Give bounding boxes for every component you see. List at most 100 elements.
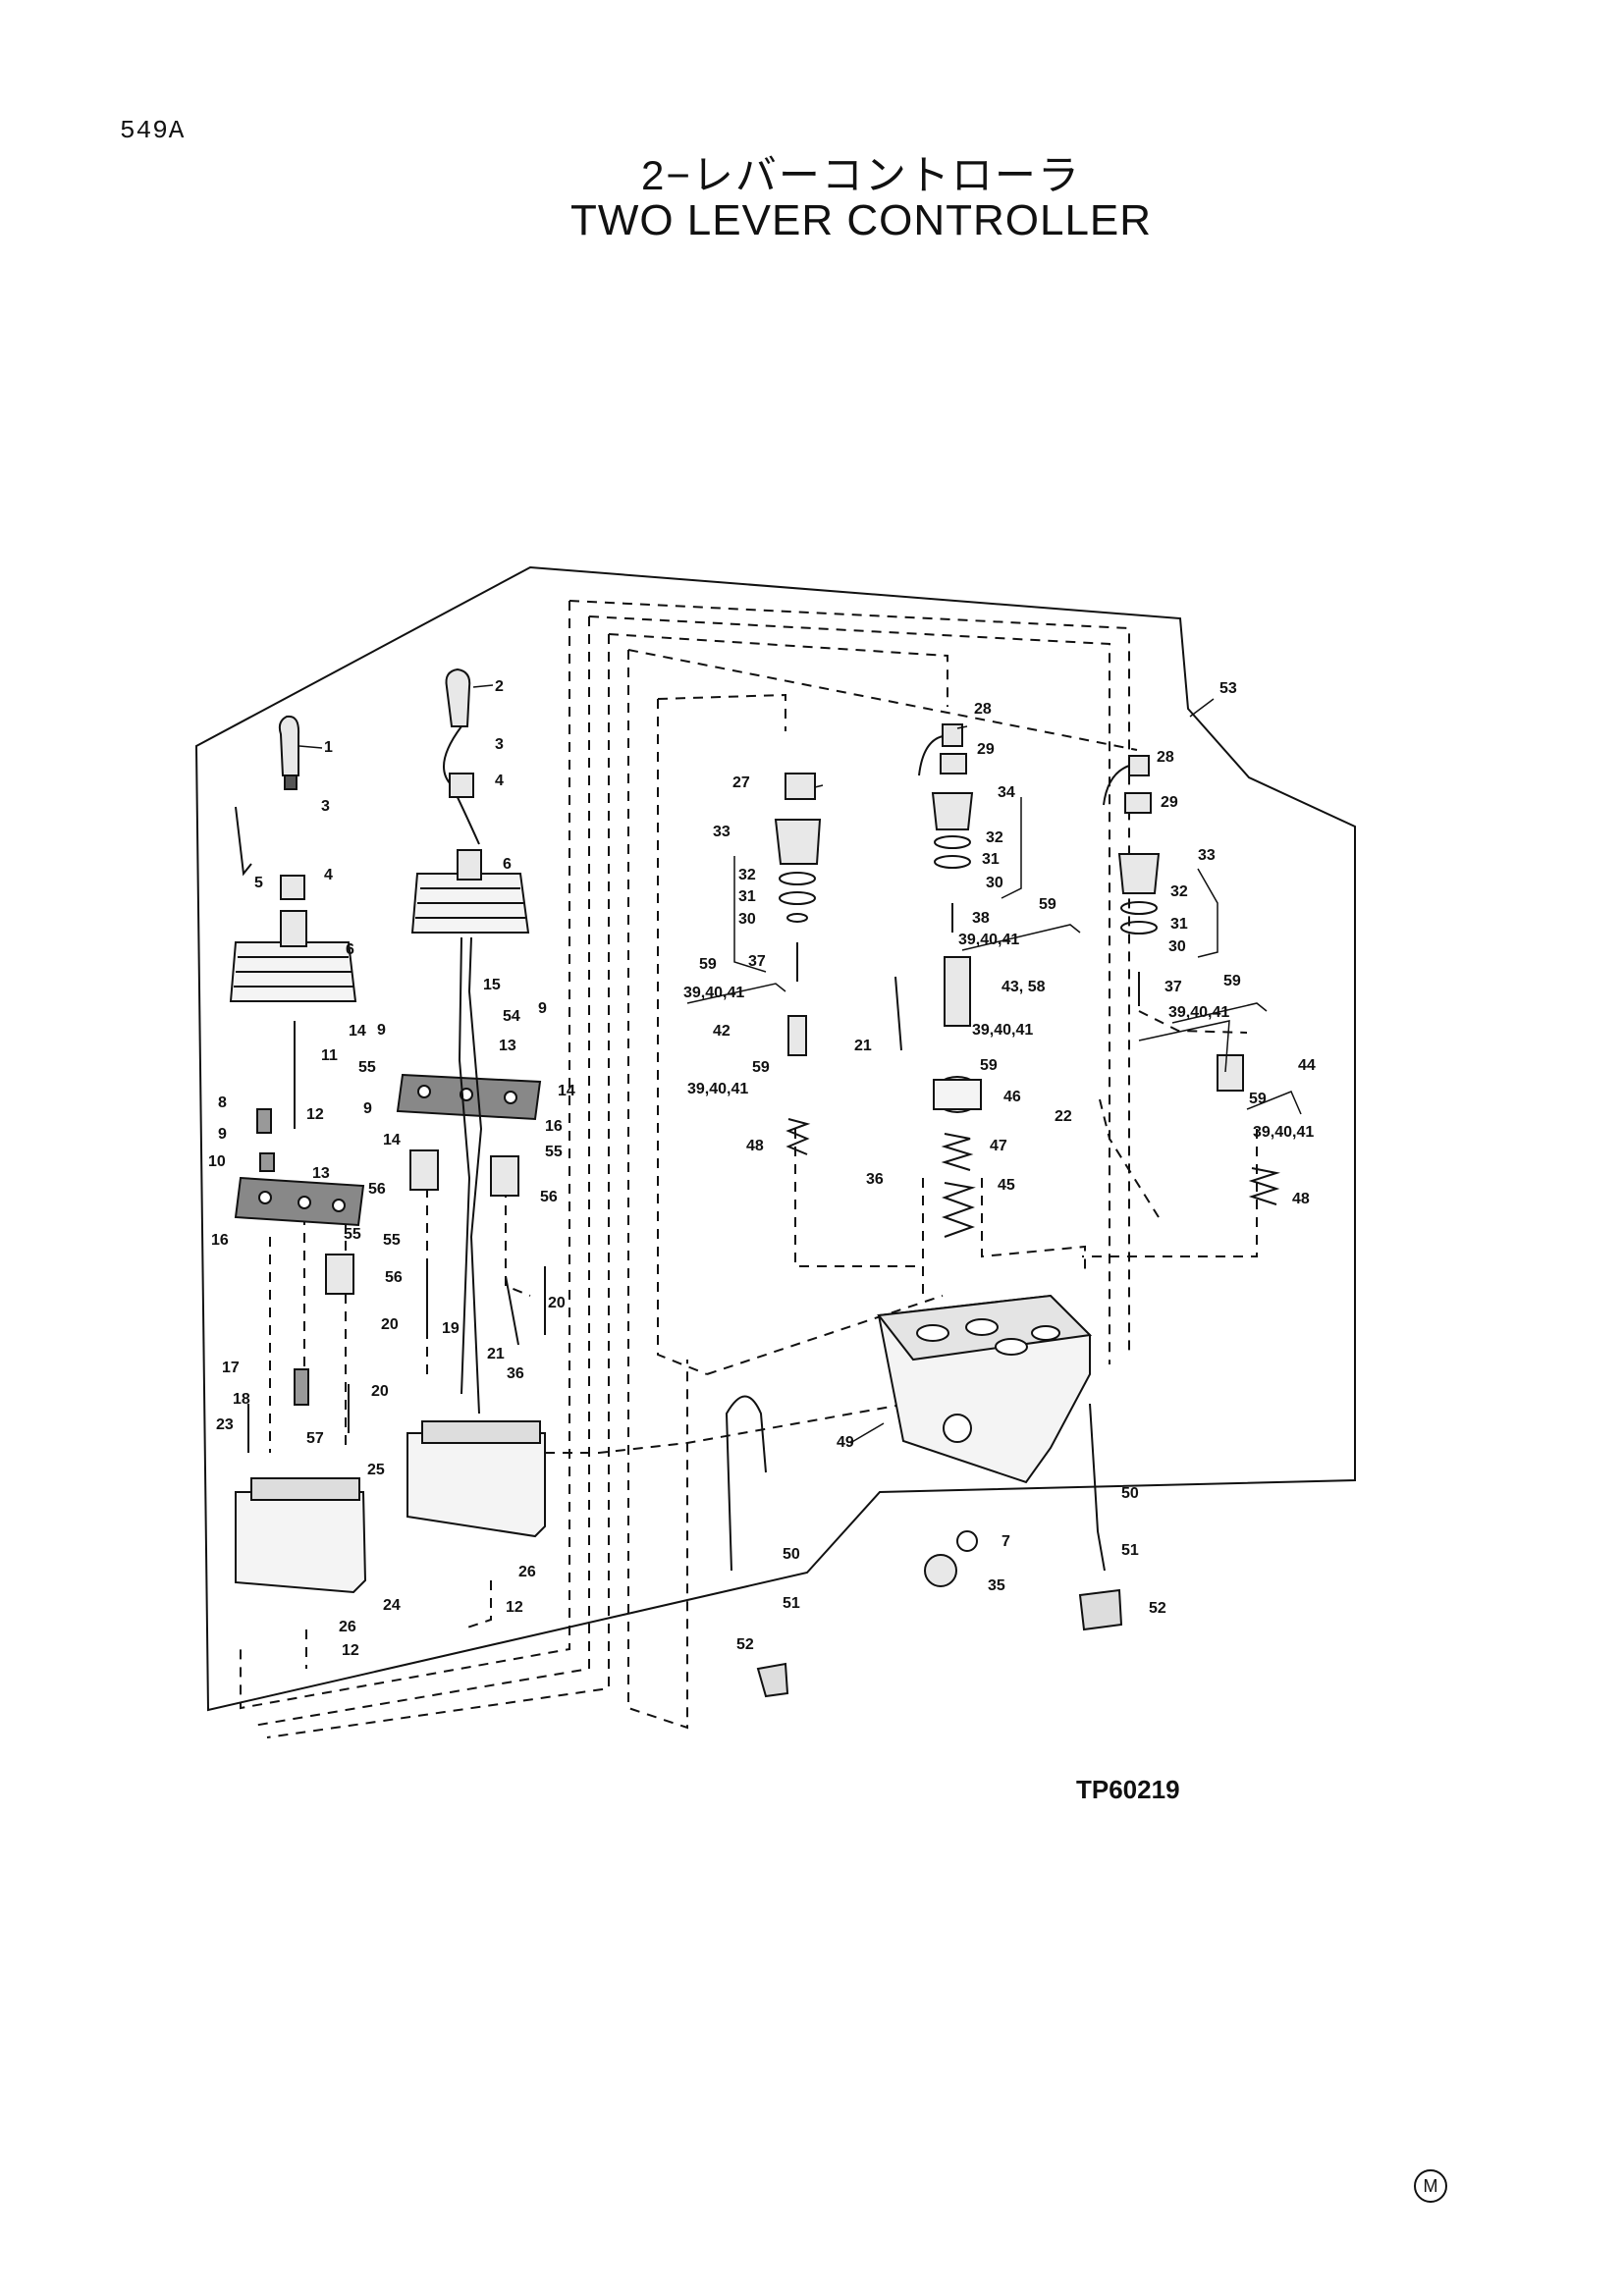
plug-33-right [1117, 853, 1161, 894]
callout: 11 [321, 1047, 338, 1064]
callout-sublist: 39,40,41 [958, 932, 1019, 948]
cap-28-center [942, 723, 963, 747]
leader-lines [298, 684, 1302, 1444]
callout: 12 [342, 1642, 359, 1659]
plunger-left [325, 1254, 354, 1295]
callout: 42 [713, 1023, 731, 1040]
left-lever-assembly [229, 715, 367, 1594]
plug-34 [931, 792, 974, 830]
callout: 55 [358, 1059, 376, 1076]
callout: 21 [854, 1038, 872, 1054]
callout: 31 [982, 851, 1000, 868]
callout: 30 [1168, 938, 1186, 955]
callout: 46 [1003, 1089, 1021, 1105]
callout: 51 [783, 1595, 800, 1612]
callout: 35 [988, 1577, 1005, 1594]
callout: 45 [998, 1177, 1015, 1194]
callout: 50 [783, 1546, 800, 1563]
spacer-center [449, 773, 474, 798]
callout: 20 [548, 1295, 566, 1311]
callout: 15 [483, 977, 501, 993]
callout: 32 [986, 829, 1003, 846]
callout: 6 [503, 856, 512, 873]
page-code: 549A [120, 116, 186, 145]
callout: 59 [699, 956, 717, 973]
callout: 4 [324, 867, 333, 883]
callout: 14 [349, 1023, 366, 1040]
housing-left [235, 1491, 367, 1594]
plunger-center-b [490, 1155, 519, 1197]
callout: 16 [545, 1118, 563, 1135]
callout: 26 [518, 1564, 536, 1580]
callout: 9 [218, 1126, 227, 1143]
callout-sublist: 39,40,41 [1168, 1004, 1229, 1021]
callout: 18 [233, 1391, 250, 1408]
spacer-left [280, 875, 305, 900]
cotter-pin [235, 806, 252, 877]
callout: 32 [738, 867, 756, 883]
callout: 57 [306, 1430, 324, 1447]
callout: 28 [974, 701, 992, 718]
callout: 2 [495, 678, 504, 695]
callout: 47 [990, 1138, 1007, 1154]
sleeve-44 [1217, 1054, 1244, 1092]
callout: 29 [977, 741, 995, 758]
callout: 14 [558, 1083, 575, 1099]
callout-labels: 1 2 3 3 4 4 5 6 6 7 8 9 9 9 9 10 11 12 1… [208, 678, 1316, 1659]
manufacturer-mark: M [1414, 2169, 1447, 2203]
callout: 48 [746, 1138, 764, 1154]
callout: 3 [495, 736, 504, 753]
spring-48-right [1248, 1167, 1280, 1205]
plug-35 [924, 1554, 957, 1587]
spring-47 [941, 1133, 974, 1171]
callout: 53 [1219, 680, 1237, 697]
callout: 1 [324, 739, 333, 756]
callout: 56 [385, 1269, 403, 1286]
callout: 12 [306, 1106, 324, 1123]
callout: 56 [540, 1189, 558, 1205]
callout: 8 [218, 1095, 227, 1111]
callout: 27 [732, 774, 750, 791]
plunger-center-a [409, 1149, 439, 1191]
callout-sublist: 39,40,41 [683, 985, 744, 1001]
callout: 34 [998, 784, 1015, 801]
callout: 50 [1121, 1485, 1139, 1502]
callout: 52 [1149, 1600, 1166, 1617]
callout: 51 [1121, 1542, 1139, 1559]
callout: 6 [346, 941, 354, 958]
wire-lead-left [725, 1395, 767, 1572]
callout: 44 [1298, 1057, 1316, 1074]
title-english: TWO LEVER CONTROLLER [569, 196, 1153, 244]
callout: 59 [752, 1059, 770, 1076]
callout: 21 [487, 1346, 505, 1362]
callout: 9 [377, 1022, 386, 1039]
title-japanese: 2−レバーコントローラ [641, 152, 1081, 198]
callout: 19 [442, 1320, 460, 1337]
piston-43 [944, 956, 971, 1027]
cap-27 [785, 773, 816, 800]
cap-29-right [1124, 792, 1152, 814]
callout: 13 [499, 1038, 516, 1054]
callout: 33 [1198, 847, 1216, 864]
callout: 29 [1161, 794, 1178, 811]
cap-29-center [940, 753, 967, 774]
callout: 12 [506, 1599, 523, 1616]
callout: 37 [748, 953, 766, 970]
callout: 20 [381, 1316, 399, 1333]
callout: 24 [383, 1597, 401, 1614]
callout: 55 [344, 1226, 361, 1243]
callout: 9 [538, 1000, 547, 1017]
callout: 55 [545, 1144, 563, 1160]
callout: 52 [736, 1636, 754, 1653]
callout: 26 [339, 1619, 356, 1635]
callout: 23 [216, 1416, 234, 1433]
callout: 7 [1001, 1533, 1010, 1550]
callout: 43, 58 [1001, 979, 1046, 995]
callout: 33 [713, 824, 731, 840]
callout: 9 [363, 1100, 372, 1117]
callout: 36 [507, 1365, 524, 1382]
callout-sublist: 39,40,41 [972, 1022, 1033, 1039]
piston-42 [787, 1015, 807, 1056]
callout: 4 [495, 773, 504, 789]
